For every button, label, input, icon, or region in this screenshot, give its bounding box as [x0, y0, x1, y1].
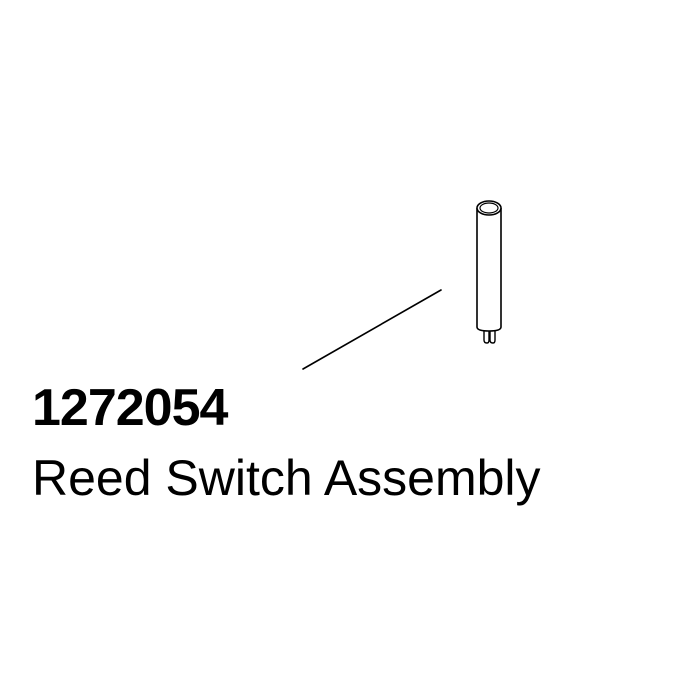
- reed-switch-top-cap-inner: [479, 202, 499, 214]
- reed-switch-body: [476, 208, 502, 332]
- part-name: Reed Switch Assembly: [32, 450, 541, 506]
- reed-switch-icon: [476, 200, 502, 344]
- leader-line: [302, 289, 442, 370]
- part-number: 1272054: [32, 379, 228, 437]
